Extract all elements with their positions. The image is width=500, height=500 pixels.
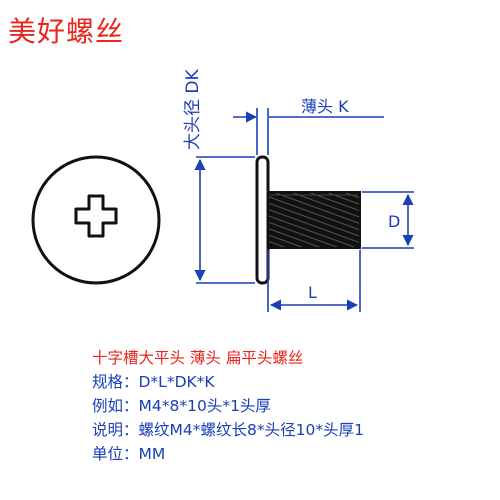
d-label: D [388, 212, 401, 231]
spec-note: 说明：螺纹M4*螺纹长8*头径10*头厚1 [92, 421, 364, 439]
threaded-shank [267, 191, 361, 249]
head-top-view [31, 155, 161, 285]
spec-unit: 单位：MM [92, 445, 166, 463]
spec-title: 十字槽大平头 薄头 扁平头螺丝 [92, 349, 304, 367]
l-label: L [308, 283, 317, 302]
brand-name: 美好螺丝 [8, 15, 125, 48]
spec-example: 例如：M4*8*10头*1头厚 [92, 397, 271, 415]
k-label: 薄头 K [301, 97, 349, 116]
spec-format: 规格：D*L*DK*K [92, 373, 215, 391]
phillips-cross-icon [74, 194, 118, 238]
dk-label: 大头径 DK [183, 69, 203, 150]
spec-block: 十字槽大平头 薄头 扁平头螺丝 规格：D*L*DK*K 例如：M4*8*10头*… [92, 346, 364, 466]
dimension-lines [194, 108, 414, 312]
thin-head [255, 155, 270, 285]
head-side-view [255, 155, 361, 285]
